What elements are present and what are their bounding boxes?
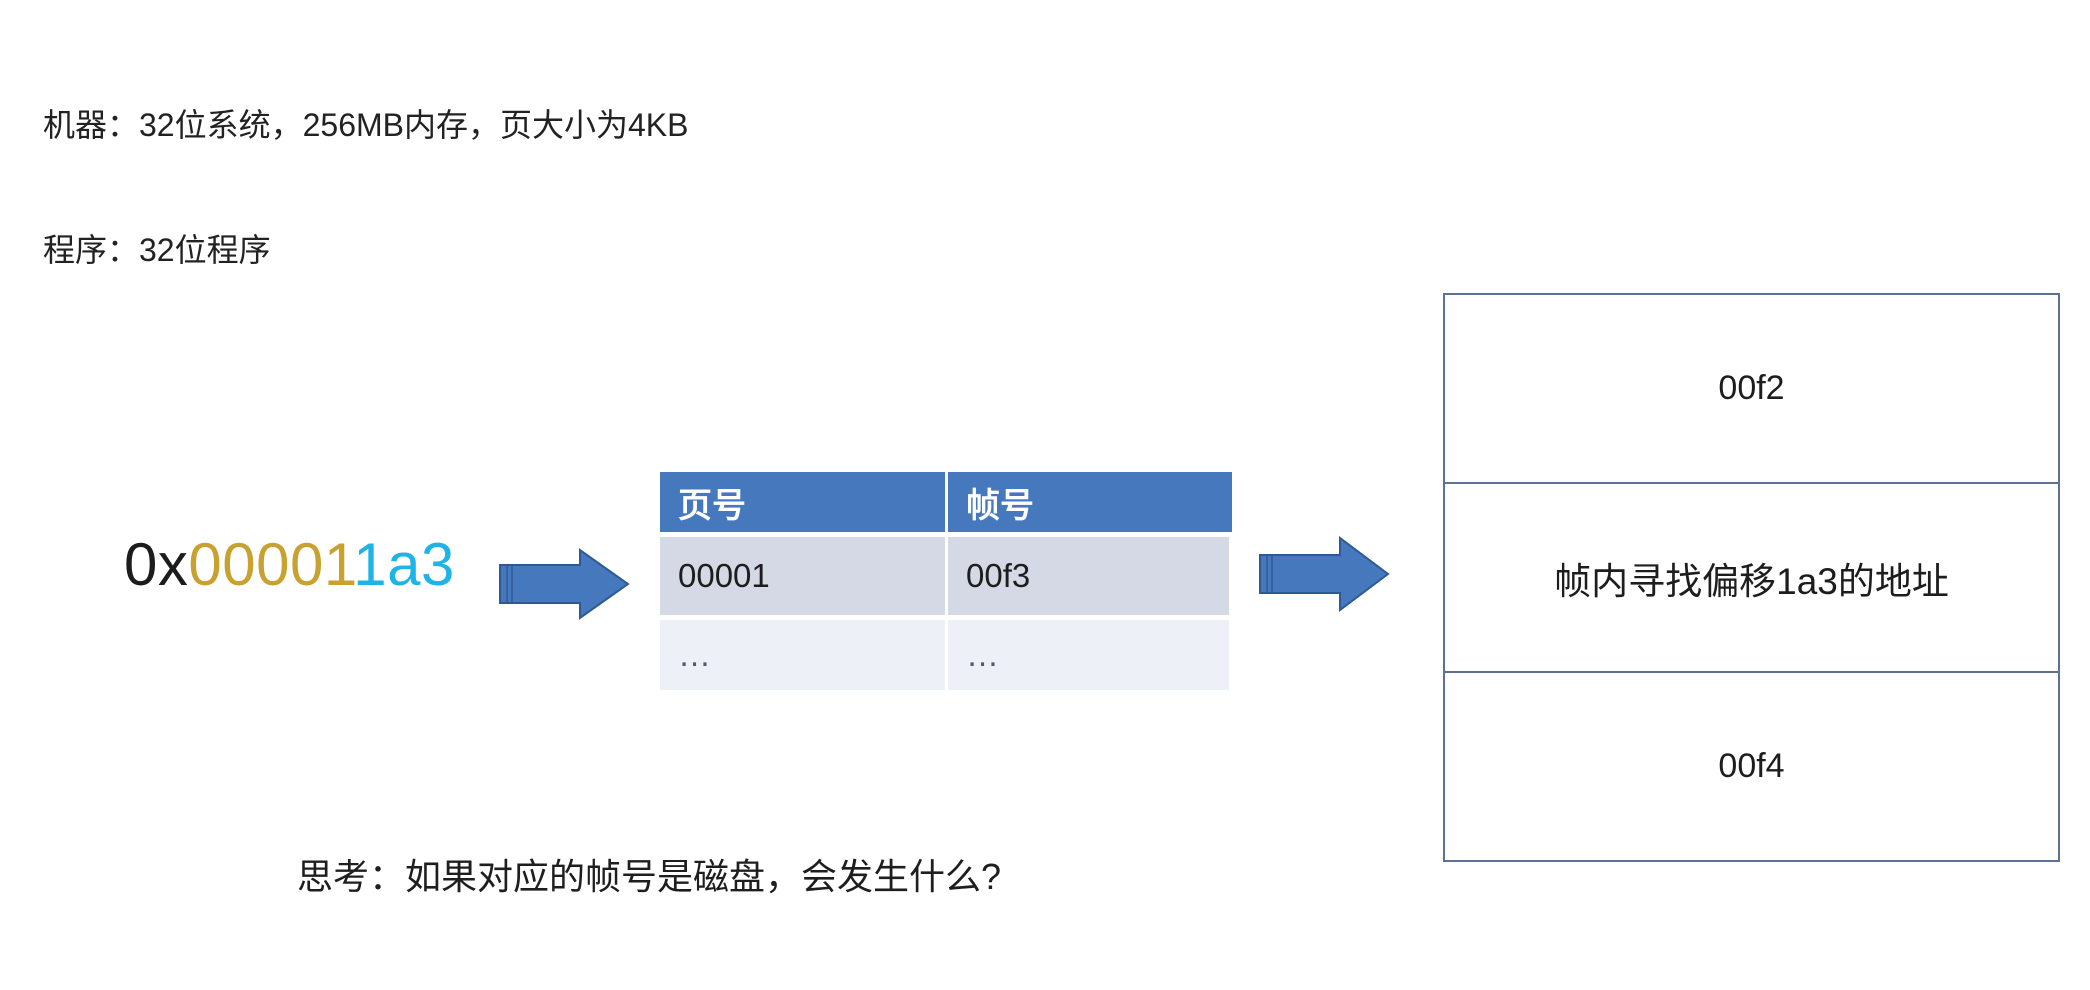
- arrow-right-icon-address-to-page-table: [499, 548, 630, 620]
- spec-line-program: 程序：32位程序: [43, 231, 271, 268]
- page-table-header-frame-number: 帧号: [948, 472, 1232, 532]
- page-table-cell-frame-0: 00f3: [948, 532, 1232, 615]
- page-table-cell-frame-1: …: [948, 615, 1232, 690]
- address-prefix: 0x: [124, 531, 189, 598]
- page-table-header-row: 页号 帧号: [660, 472, 1232, 532]
- page-table: 页号 帧号 00001 00f3 … …: [660, 472, 1232, 690]
- table-row: 00001 00f3: [660, 532, 1232, 615]
- physical-memory-frames-box: 00f2 帧内寻找偏移1a3的地址 00f4: [1443, 293, 2060, 862]
- spec-text-block: 机器：32位系统，256MB内存，页大小为4KB 程序：32位程序: [43, 22, 688, 313]
- thought-question-text: 思考：如果对应的帧号是磁盘，会发生什么?: [297, 856, 1002, 897]
- page-table-cell-page-1: …: [660, 615, 948, 690]
- virtual-address-label: 0x000011a3: [124, 535, 455, 595]
- page-table-header-page-number: 页号: [660, 472, 948, 532]
- table-row: … …: [660, 615, 1232, 690]
- page-table-cell-page-0: 00001: [660, 532, 948, 615]
- address-page-number-segment: 00001: [188, 531, 354, 598]
- spec-line-machine: 机器：32位系统，256MB内存，页大小为4KB: [43, 107, 689, 144]
- address-offset-segment: 1a3: [353, 531, 455, 598]
- memory-frame-cell-00f2: 00f2: [1445, 295, 2058, 484]
- arrow-right-icon-page-table-to-memory: [1259, 536, 1390, 612]
- memory-frame-cell-target: 帧内寻找偏移1a3的地址: [1445, 484, 2058, 673]
- memory-frame-cell-00f4: 00f4: [1718, 747, 1785, 785]
